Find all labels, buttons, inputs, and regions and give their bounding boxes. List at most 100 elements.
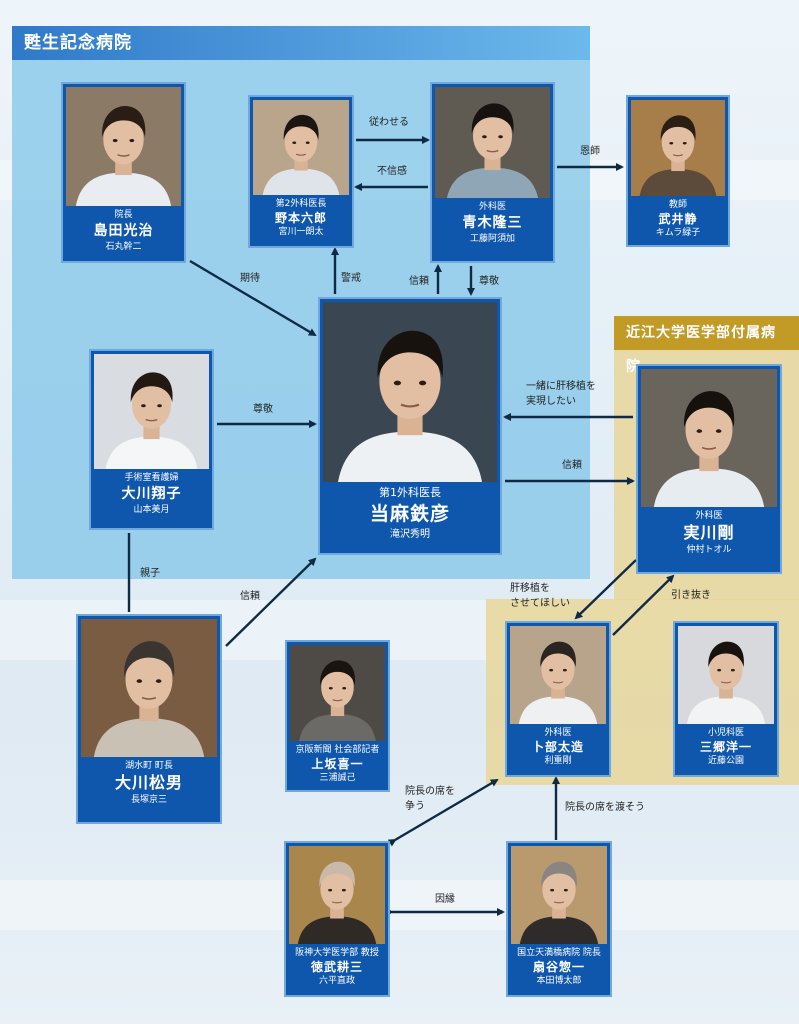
character-card-ougiya[interactable]: 国立天満橋病院 院長 扇谷惣一 本田博太郎 <box>506 841 612 997</box>
portrait-figure <box>323 302 497 482</box>
portrait-figure <box>94 354 209 469</box>
portrait-nomoto <box>253 100 349 195</box>
portrait-eye-right <box>419 380 427 386</box>
portrait-mouth <box>141 696 157 700</box>
portrait-shoulders <box>639 169 717 196</box>
portrait-eye-left <box>112 139 118 143</box>
portrait-eye-right <box>682 141 687 145</box>
character-actor: 滝沢秀明 <box>390 529 430 540</box>
portrait-hair <box>320 660 356 686</box>
relation-label-issho-line1: 一緒に肝移植を <box>526 381 596 392</box>
character-role: 外科医 <box>544 728 572 738</box>
portrait-hair <box>283 114 319 140</box>
portrait-eye-left <box>482 135 487 139</box>
portrait-figure <box>290 645 385 741</box>
portrait-hair <box>102 106 146 137</box>
portrait-figure <box>641 369 777 507</box>
portrait-eye-right <box>715 429 722 433</box>
character-name: 武井静 <box>658 212 698 226</box>
character-card-sanekawa[interactable]: 外科医 実川剛 仲村トオル <box>636 364 782 574</box>
portrait-face <box>685 400 733 459</box>
character-card-tokutake[interactable]: 阪神大学医学部 教授 徳武耕三 六平直政 <box>284 841 390 997</box>
portrait-face <box>709 648 743 690</box>
portrait-mouth <box>720 681 732 684</box>
portrait-eye-left <box>328 686 333 690</box>
character-card-uesaka[interactable]: 京阪新聞 社会部記者 上坂喜一 三浦誠己 <box>285 640 390 792</box>
portrait-face <box>131 380 172 429</box>
portrait-face <box>661 122 695 163</box>
relation-label-kaniishoku-line2: させてほしい <box>510 598 570 609</box>
portrait-mouth <box>331 901 343 904</box>
character-role: 阪神大学医学部 教授 <box>295 948 379 958</box>
character-card-takei[interactable]: 教師 武井静 キムラ緑子 <box>626 95 730 247</box>
portrait-eye-left <box>696 429 703 433</box>
portrait-ougiya <box>511 846 607 944</box>
portrait-shoulders <box>299 714 376 741</box>
character-card-sango[interactable]: 小児科医 三郷洋一 近藤公園 <box>673 621 779 777</box>
portrait-shimada <box>66 87 181 206</box>
portrait-eye-right <box>498 135 503 139</box>
portrait-figure <box>510 626 606 724</box>
character-name: 卜部太造 <box>531 740 584 754</box>
portrait-face <box>542 868 576 910</box>
character-card-nomoto[interactable]: 第2外科医長 野本六郎 宮川一朗太 <box>248 95 354 248</box>
character-role: 京阪新聞 社会部記者 <box>295 745 380 755</box>
portrait-figure <box>66 87 181 206</box>
portrait-shoulders <box>447 167 538 198</box>
portrait-eye-left <box>717 668 722 672</box>
portrait-eye-left <box>292 141 297 144</box>
portrait-figure <box>678 626 774 724</box>
portrait-mouth <box>295 153 307 156</box>
portrait-eye-left <box>393 380 401 386</box>
portrait-hair <box>319 861 355 888</box>
portrait-urabe <box>510 626 606 724</box>
portrait-figure <box>253 100 349 195</box>
portrait-shoulders <box>686 696 766 724</box>
portrait-face <box>320 868 354 910</box>
region-label-omi: 近江大学医学部付属病院 <box>614 316 799 375</box>
character-actor: 工藤阿須加 <box>469 234 515 244</box>
character-card-okawa-matsuo[interactable]: 湖水町 町長 大川松男 長塚京三 <box>76 614 222 824</box>
relation-label-issho-line2: 実現したい <box>526 396 576 407</box>
portrait-sango <box>678 626 774 724</box>
portrait-mouth <box>672 154 684 157</box>
portrait-mouth <box>701 446 717 450</box>
character-actor: 近藤公園 <box>707 756 744 766</box>
character-role: 湖水町 町長 <box>125 761 173 771</box>
portrait-face <box>125 650 173 709</box>
portrait-eye-left <box>136 679 143 683</box>
portrait-eye-right <box>305 141 310 144</box>
portrait-hair <box>540 641 576 668</box>
character-name: 徳武耕三 <box>310 960 363 974</box>
character-actor: キムラ緑子 <box>655 228 701 238</box>
character-actor: 本田博太郎 <box>536 976 582 986</box>
portrait-hair <box>130 372 173 403</box>
portrait-mouth <box>145 418 158 422</box>
relation-label-shinrai-matsuo: 信頼 <box>240 591 260 602</box>
character-card-okawa-shoko[interactable]: 手術室看護婦 大川翔子 山本美月 <box>89 349 214 530</box>
portrait-mouth <box>486 149 499 153</box>
portrait-okawa-shoko <box>94 354 209 469</box>
portrait-uesaka <box>290 645 385 741</box>
portrait-hair <box>684 391 735 427</box>
portrait-mouth <box>553 901 565 904</box>
portrait-hair <box>708 641 744 668</box>
portrait-okawa-matsuo <box>81 619 217 757</box>
relation-label-kaniishoku-line1: 肝移植を <box>510 583 550 594</box>
character-card-touma[interactable]: 第1外科医長 当麻鉄彦 滝沢秀明 <box>318 297 502 555</box>
relation-label-sonkei-aoki: 尊敬 <box>479 276 499 287</box>
character-name: 青木隆三 <box>462 215 523 231</box>
portrait-touma <box>323 302 497 482</box>
character-card-shimada[interactable]: 院長 島田光治 石丸幹二 <box>61 82 186 263</box>
character-name: 島田光治 <box>93 223 154 239</box>
character-name: 三郷洋一 <box>699 740 752 754</box>
character-role: 手術室看護婦 <box>124 473 179 483</box>
portrait-mouth <box>117 154 130 157</box>
character-card-urabe[interactable]: 外科医 卜部太造 利重剛 <box>505 621 611 777</box>
character-name: 大川松男 <box>114 773 183 792</box>
character-role: 外科医 <box>478 202 506 212</box>
character-card-aoki[interactable]: 外科医 青木隆三 工藤阿須加 <box>430 82 555 263</box>
portrait-face <box>379 343 441 419</box>
relation-label-onshi: 恩師 <box>580 146 600 157</box>
relation-label-shitagawaseru: 従わせる <box>369 117 409 128</box>
